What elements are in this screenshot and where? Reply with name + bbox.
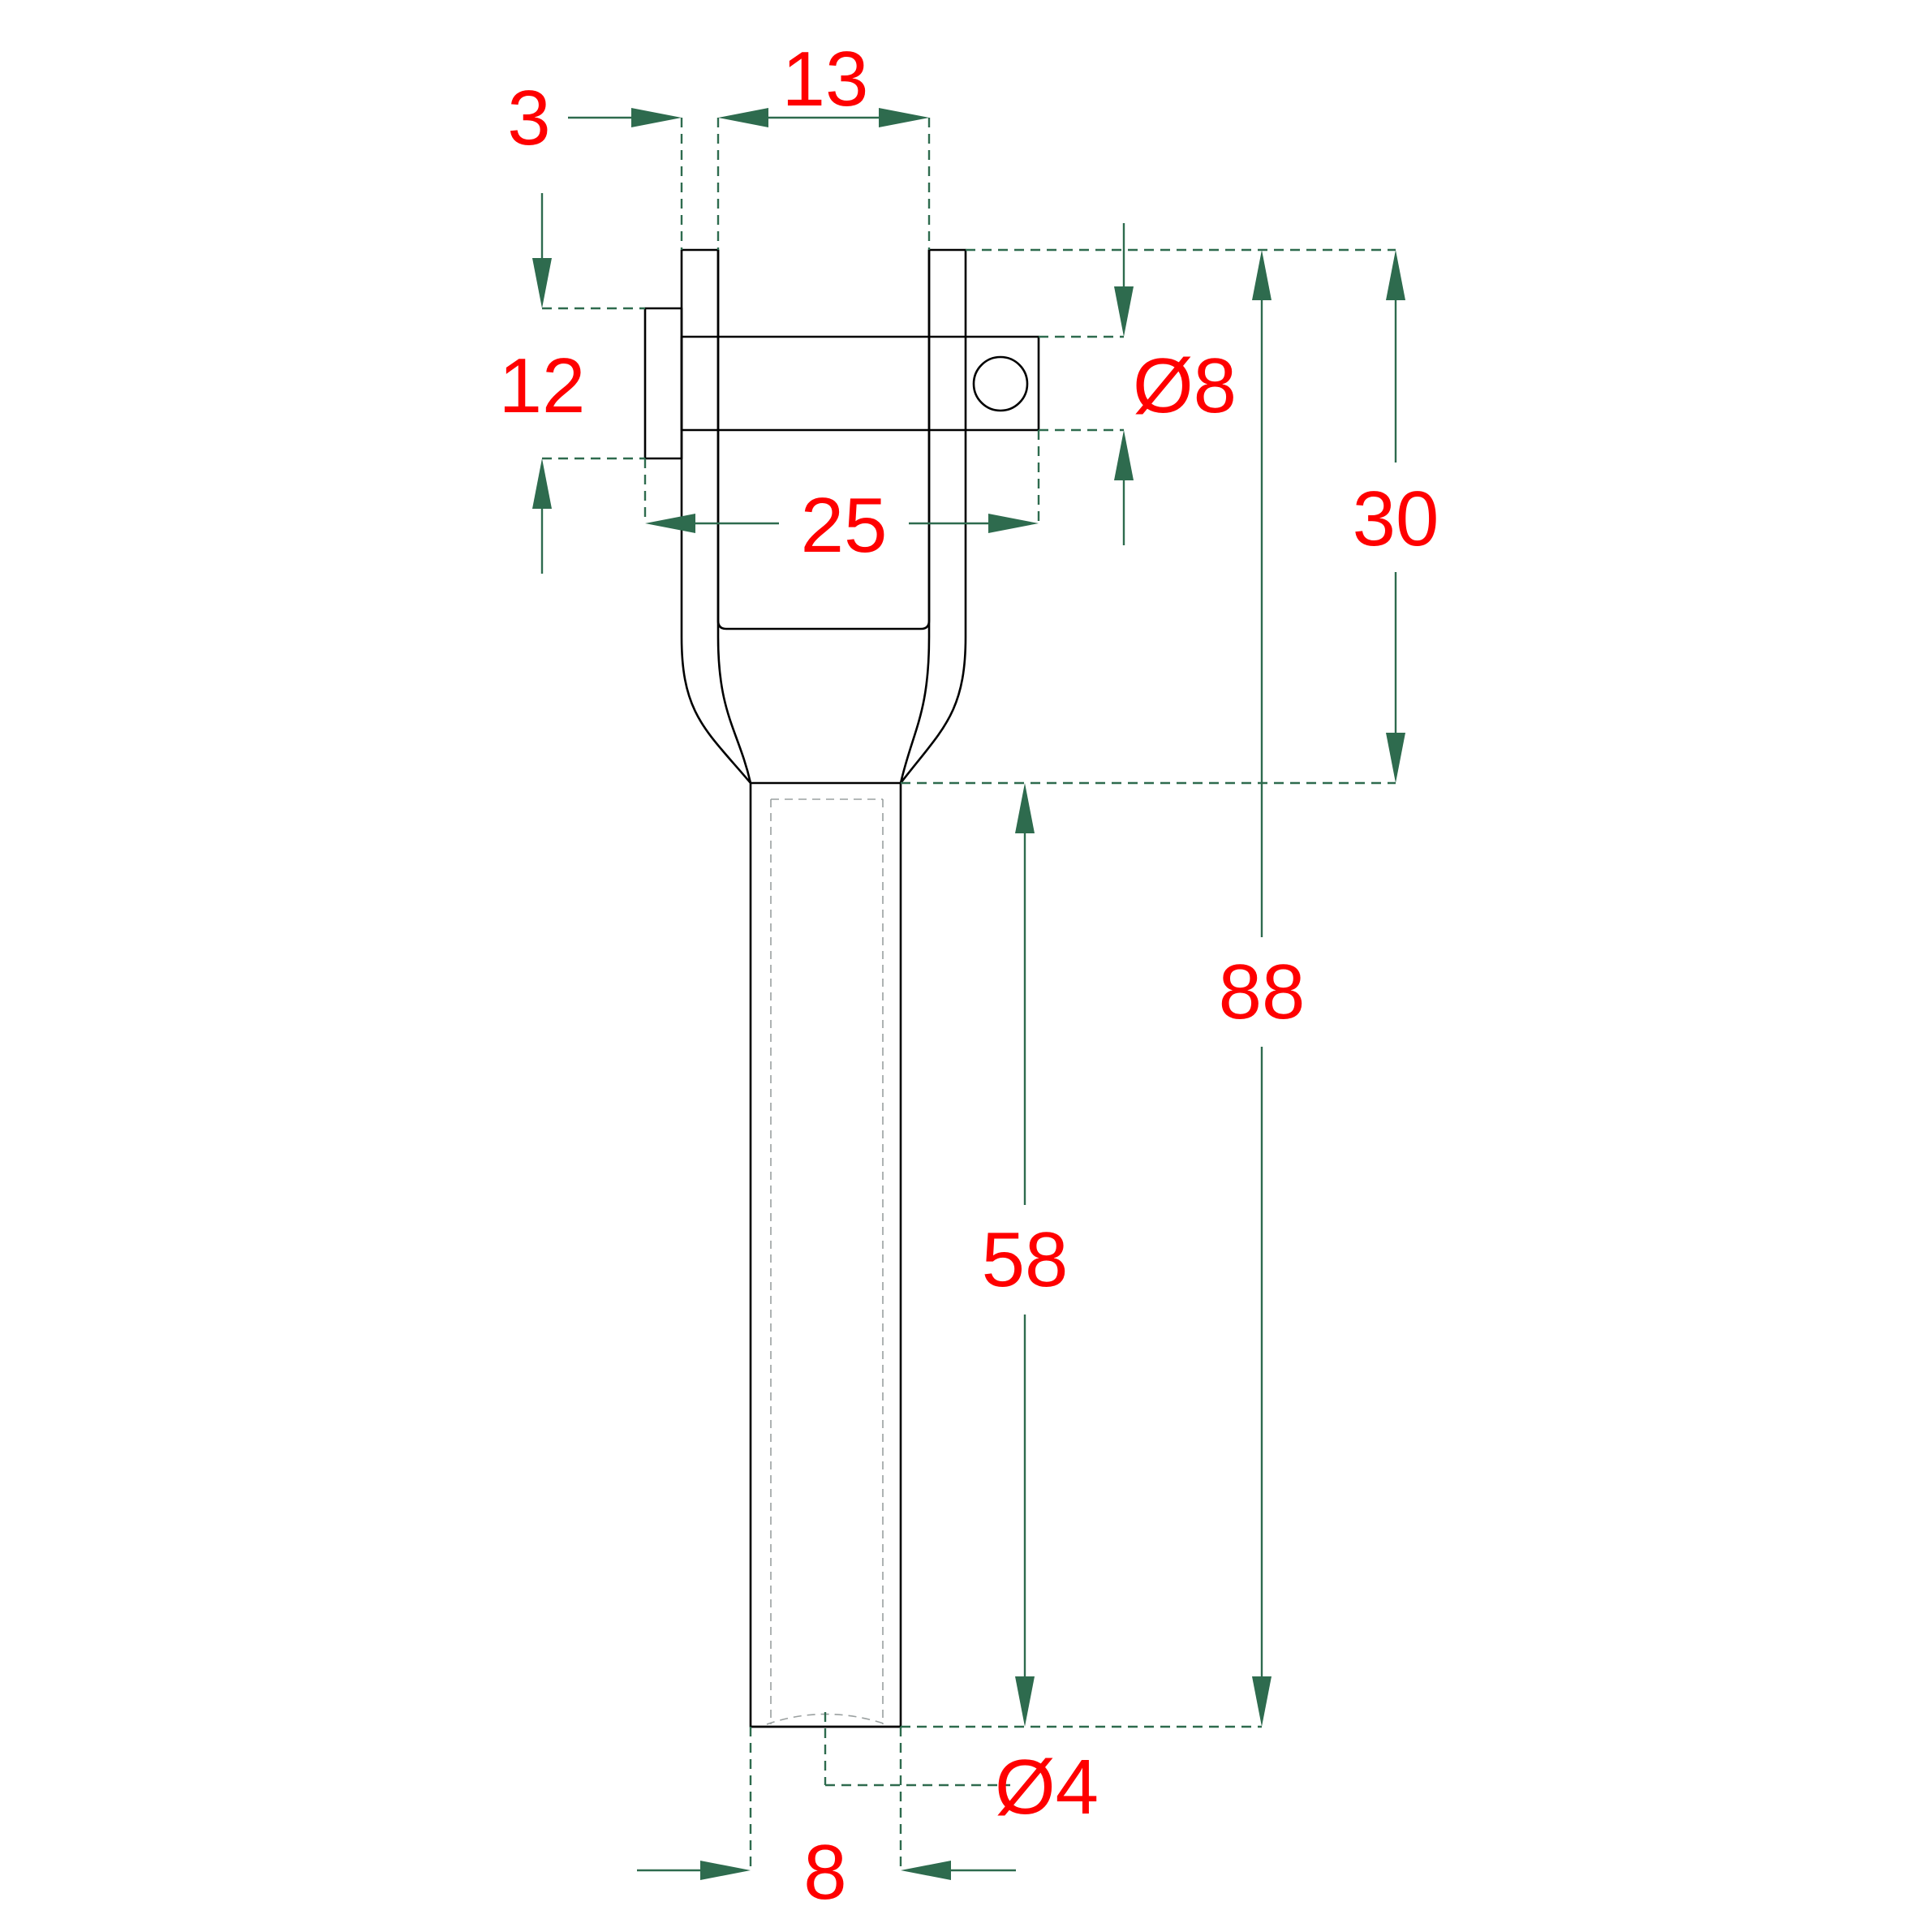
dim-label-bore-diameter: Ø4 <box>995 1744 1099 1831</box>
dim-label-pin-head-height: 12 <box>499 342 586 429</box>
cotter-hole <box>972 355 1029 412</box>
dim-label-fork-length: 30 <box>1353 475 1439 562</box>
dim-label-overall-length: 88 <box>1219 949 1306 1035</box>
dim-label-shank-diameter: 8 <box>803 1829 846 1916</box>
dim-label-slot-width: 13 <box>782 36 869 123</box>
fork-terminal-outline <box>680 248 967 1728</box>
pin-head <box>643 307 683 460</box>
dimension-lines <box>532 108 1405 1880</box>
shank-bore-hidden <box>766 798 887 1725</box>
clevis-body <box>680 248 967 1728</box>
pin-shaft <box>680 335 1040 432</box>
extension-lines <box>542 118 1396 1870</box>
dim-label-pin-length: 25 <box>801 482 888 569</box>
fork-slot <box>716 250 931 630</box>
dim-label-shank-length: 58 <box>982 1216 1069 1303</box>
dim-label-pin-diameter: Ø8 <box>1133 342 1237 429</box>
dimension-labels: 3 13 12 Ø8 25 30 88 58 Ø4 8 <box>499 36 1439 1916</box>
clevis-pin <box>643 307 1040 460</box>
dim-label-wall-thickness: 3 <box>507 75 550 161</box>
